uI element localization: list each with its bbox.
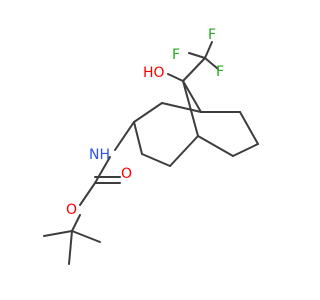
bond-c6-c5p	[232, 143, 259, 157]
atom-label-layer: HO F F F NH O O	[66, 27, 224, 218]
bond-n-cco	[94, 156, 111, 184]
bond-oester-ctbu	[71, 214, 81, 232]
fluorine-right-label: F	[216, 64, 224, 80]
bond-cco-oester	[79, 182, 96, 206]
bond-cf3-f-left	[188, 52, 206, 59]
bond-ctbu-me-down	[68, 230, 73, 265]
structure-canvas: HO F F F NH O O	[43, 27, 259, 265]
bond-ctbu-me-right	[71, 230, 101, 243]
bond-c4-c5	[141, 153, 171, 167]
bond-c9-cf3	[182, 57, 206, 82]
bond-cf3-f-top	[204, 41, 213, 59]
bond-c7-c6	[239, 111, 259, 145]
bond-ctbu-me-left	[43, 230, 73, 237]
fluorine-top-label: F	[208, 27, 216, 43]
bond-c9-c1	[182, 80, 202, 113]
amine-label: NH	[89, 147, 110, 163]
fluorine-left-label: F	[172, 47, 180, 63]
bond-cf3-f-right	[204, 57, 219, 70]
hydroxyl-label: HO	[143, 65, 165, 81]
bond-c5p-c5	[197, 135, 234, 157]
carbonyl-oxygen-label: O	[121, 166, 132, 182]
bond-c9-oh	[167, 73, 184, 82]
bond-c9-c5	[182, 80, 199, 137]
bond-layer	[43, 41, 259, 265]
bond-c1-c2	[161, 102, 202, 113]
molecule-diagram: HO F F F NH O O	[43, 27, 259, 265]
bond-c5-c5b	[169, 135, 199, 167]
bond-c2-c3	[133, 102, 163, 123]
bond-c3-c4	[133, 121, 143, 155]
ester-oxygen-label: O	[66, 202, 77, 218]
bond-c3-n	[114, 121, 135, 151]
